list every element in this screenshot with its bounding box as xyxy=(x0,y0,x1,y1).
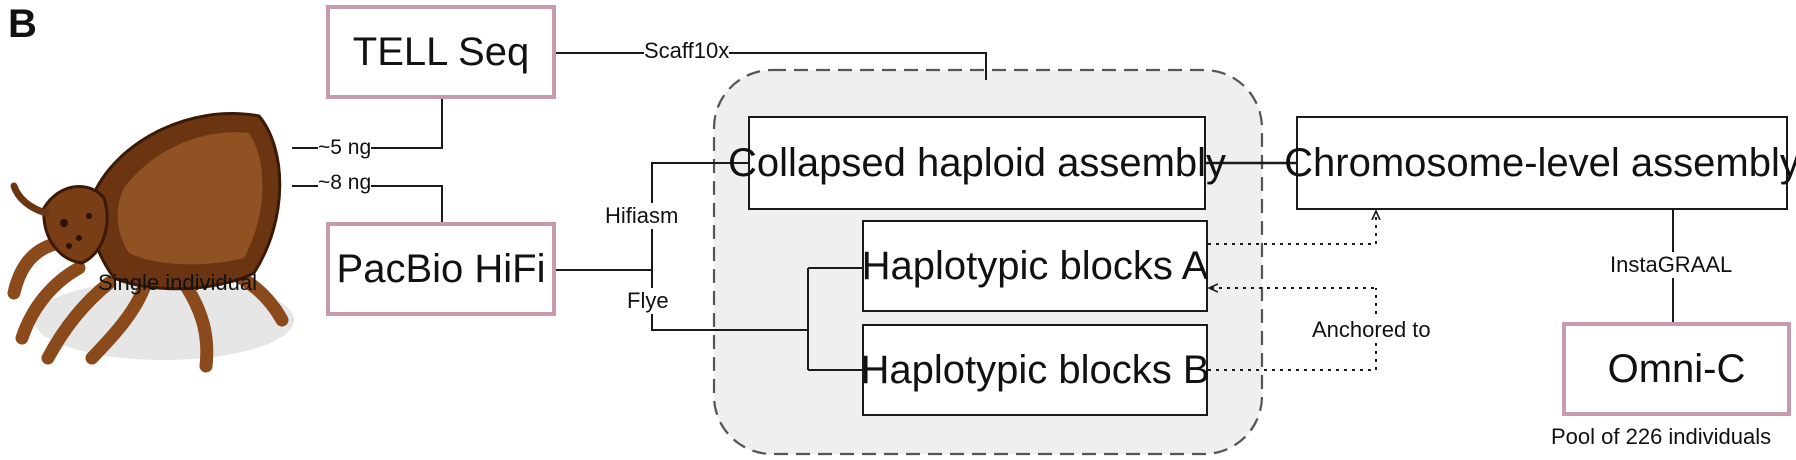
hap-b-label: Haplotypic blocks B xyxy=(860,347,1210,392)
pacbio-box: PacBio HiFi xyxy=(326,222,556,316)
tick-illustration xyxy=(7,112,294,373)
chromosome-assembly-label: Chromosome-level assembly xyxy=(1284,140,1796,185)
specimen-caption: Single individual xyxy=(98,270,257,295)
panel-label: B xyxy=(8,2,37,46)
omnic-caption: Pool of 226 individuals xyxy=(1551,424,1772,449)
pacbio-amount: ~8 ng xyxy=(318,170,372,196)
hap-a-label: Haplotypic blocks A xyxy=(861,243,1209,288)
hap-b-anchor-dotted xyxy=(1208,288,1377,371)
hap-b-box: Haplotypic blocks B xyxy=(860,324,1210,416)
tellseq-box: TELL Seq xyxy=(326,5,556,99)
collapsed-assembly-box: Collapsed haploid assembly xyxy=(728,116,1226,210)
collapsed-assembly-label: Collapsed haploid assembly xyxy=(727,140,1227,185)
omnic-label: Omni-C xyxy=(1607,346,1746,391)
instagraal-label: InstaGRAAL xyxy=(1610,252,1733,278)
hap-a-anchor-dotted xyxy=(1208,212,1376,245)
tellseq-amount: ~5 ng xyxy=(318,135,372,161)
hifiasm-label: Hifiasm xyxy=(605,203,679,229)
hifiasm-branch xyxy=(651,162,748,270)
chromosome-assembly-box: Chromosome-level assembly xyxy=(1284,116,1796,210)
pacbio-label: PacBio HiFi xyxy=(336,246,546,291)
flye-label: Flye xyxy=(627,288,669,314)
scaff10x-label: Scaff10x xyxy=(644,38,730,64)
tellseq-label: TELL Seq xyxy=(352,29,530,74)
hap-a-box: Haplotypic blocks A xyxy=(862,220,1208,312)
omnic-box: Omni-C xyxy=(1562,322,1791,416)
anchored-to-label: Anchored to xyxy=(1312,317,1431,343)
